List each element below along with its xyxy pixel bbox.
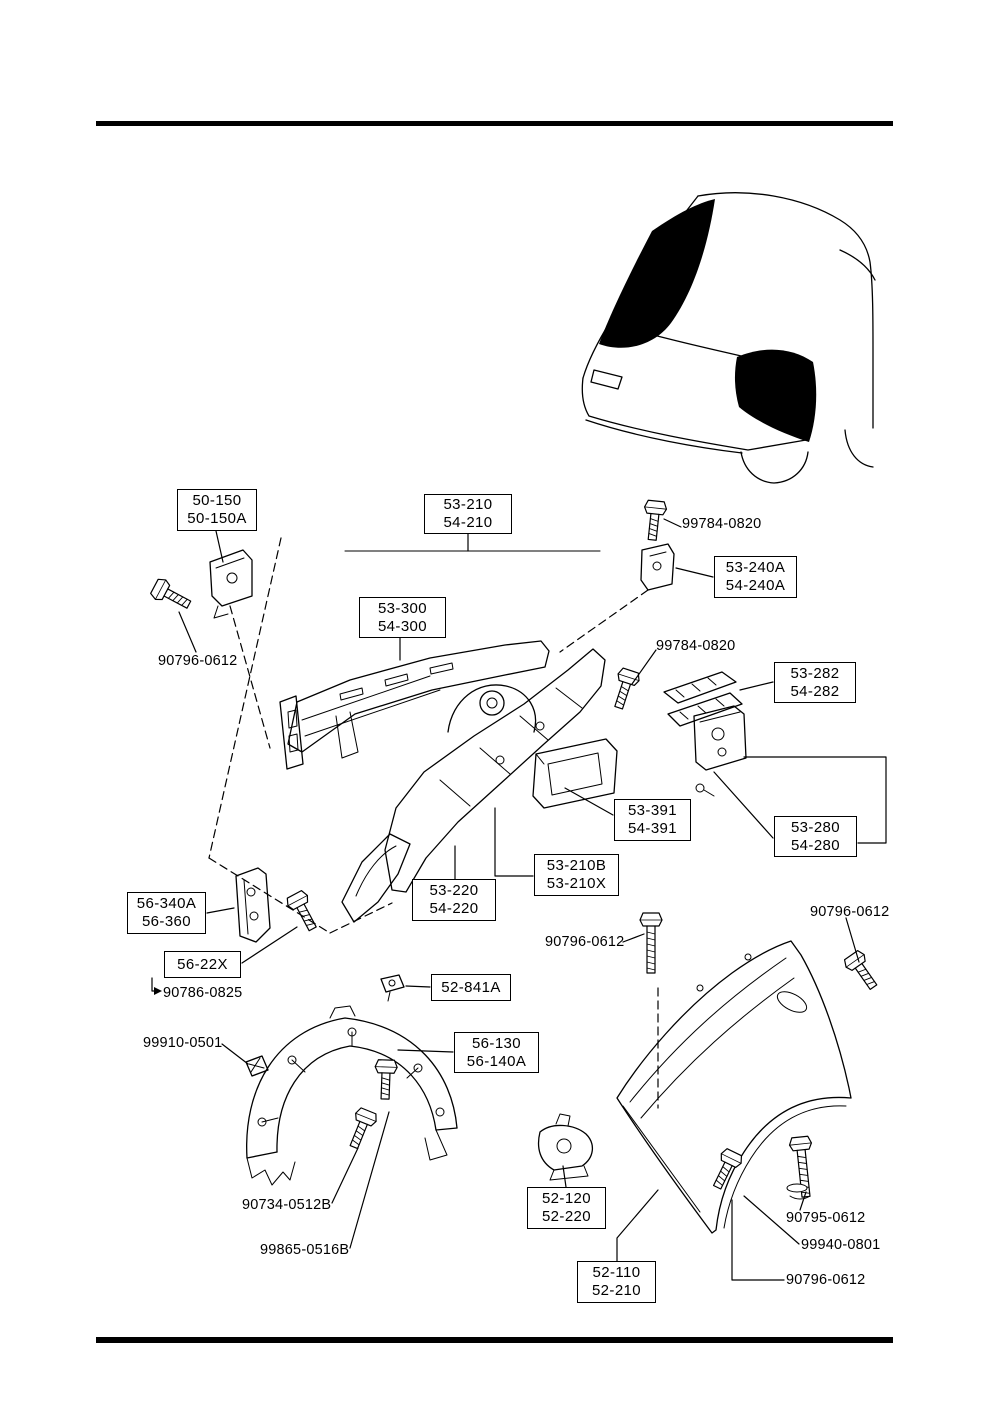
part-number-text: 54-280: [790, 836, 841, 854]
part-number-text: 53-210: [443, 496, 493, 513]
part-number-text: 56-140A: [466, 1052, 527, 1070]
part-number-label-90795-0612-9: 90795-0612: [786, 1210, 866, 1226]
part-number-label-90796-0612-11: 90796-0612: [786, 1272, 866, 1288]
bolt-icon: [640, 499, 668, 542]
arrowhead: [154, 987, 162, 995]
bolt-icon: [639, 912, 663, 974]
leader-lines: [151, 518, 887, 1281]
part-number-text: 52-220: [541, 1208, 592, 1225]
part-number-text: 53-391: [627, 802, 678, 819]
clip-icon: [380, 974, 405, 1002]
part-number-text: 54-391: [627, 820, 678, 837]
part-number-text: 53-220: [429, 882, 479, 899]
part-number-text: 53-282: [790, 664, 840, 682]
part-number-label-99910-0501-6: 99910-0501: [143, 1035, 223, 1051]
part-number-text: 52-841A: [441, 978, 501, 996]
fasteners: [148, 499, 884, 1200]
part-number-text: 50-150: [192, 492, 242, 509]
part-number-text: 54-210: [443, 514, 493, 531]
bottom-rule: [96, 1337, 893, 1343]
top-rule: [96, 121, 893, 126]
part-number-text: 53-240A: [725, 559, 786, 576]
bracket-50-150: [209, 549, 253, 619]
part-number-text: 53-300: [377, 599, 428, 617]
part-number-label-90796-0612-1: 90796-0612: [158, 653, 238, 669]
part-number-text: 52-110: [592, 1264, 641, 1281]
part-number-label-99784-0820-0: 99784-0820: [682, 516, 762, 532]
part-number-text: 54-240A: [725, 577, 786, 594]
bolt-icon: [841, 948, 884, 995]
frame-apron-assembly: [279, 550, 618, 923]
part-number-label-99940-0801-10: 99940-0801: [801, 1237, 881, 1253]
part-number-box-52-841A: 52-841A: [431, 974, 511, 1001]
part-number-label-99784-0820-2: 99784-0820: [656, 638, 736, 654]
part-number-label-90796-0612-3: 90796-0612: [810, 904, 890, 920]
part-number-label-90796-0612-4: 90796-0612: [545, 934, 625, 950]
bracket-53-282: [663, 671, 743, 727]
part-number-text: 53-280: [790, 818, 841, 836]
washer-icon: [786, 1183, 808, 1193]
front-fender-panel: [616, 940, 852, 1234]
dashed-lines: [208, 537, 659, 1109]
part-number-text: 52-120: [541, 1190, 592, 1207]
part-number-label-99865-0516B-8: 99865-0516B: [260, 1242, 350, 1258]
bolt-icon: [706, 1146, 745, 1193]
part-number-label-90786-0825-5: 90786-0825: [163, 985, 243, 1001]
part-number-text: 54-300: [377, 617, 428, 635]
part-number-label-90734-0512B-7: 90734-0512B: [242, 1197, 332, 1213]
bracket-53-391: [532, 738, 618, 809]
bolt-icon: [607, 666, 642, 712]
clip-icon: [245, 1055, 269, 1077]
blacked-hood-area: [599, 199, 715, 348]
part-number-text: 53-210X: [546, 875, 607, 892]
bracket-53-240: [640, 543, 675, 591]
bolt-icon: [148, 576, 195, 616]
fender-splash-liner: [246, 1005, 458, 1186]
bracket-52-120: [537, 1113, 593, 1181]
part-number-text: 54-220: [429, 900, 479, 917]
part-number-text: 53-210B: [546, 857, 607, 874]
bracket-56-340: [235, 867, 271, 943]
part-number-text: 56-360: [141, 913, 192, 930]
part-number-box-56-22X: 56-22X: [164, 951, 241, 978]
part-number-text: 52-210: [591, 1282, 642, 1299]
blacked-fender-area: [734, 349, 817, 442]
part-number-text: 54-282: [790, 682, 840, 700]
part-number-text: 50-150A: [187, 510, 247, 527]
screw-icon: [373, 1058, 399, 1101]
bolt-icon: [343, 1106, 380, 1152]
part-number-text: 56-130: [471, 1034, 522, 1052]
car-front-quarter-view: [581, 192, 876, 484]
bolt-icon: [284, 888, 324, 935]
part-number-text: 56-22X: [177, 955, 228, 973]
bracket-53-280: [693, 705, 747, 797]
part-number-text: 56-340A: [136, 895, 197, 912]
